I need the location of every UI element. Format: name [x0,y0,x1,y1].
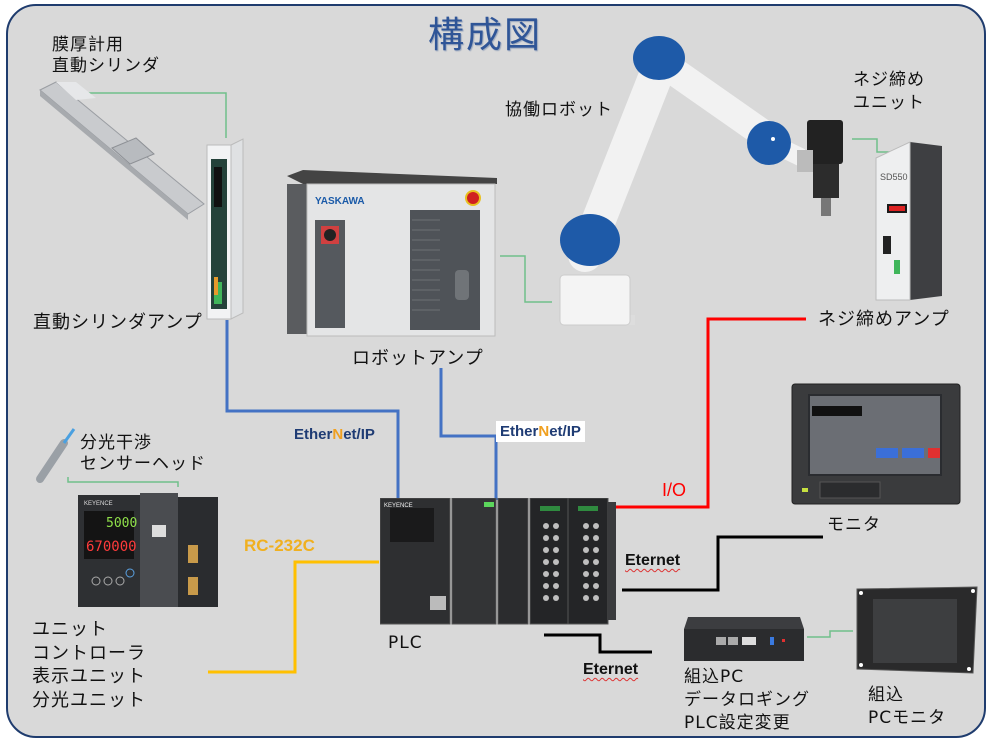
ethernet-wire-1 [622,535,823,592]
pc-monitor-image [856,586,978,674]
controller-label-line1: ユニット [32,619,108,640]
screw-amp-label: ネジ締めアンプ [818,309,950,330]
cylinder-amp-image [206,138,244,320]
ethernet-ip-text-pre: Ether [500,423,539,440]
sensor-to-controller-link [67,477,179,487]
cobot-image [559,36,805,326]
ethernet-wire-2 [544,633,652,654]
embedded-pc-label-line2: データロギング [684,690,810,710]
screw-amp-model: SD550 [880,172,908,182]
controller-display-bottom: 670000 [86,539,137,555]
pc-monitor-label-line1: 組込 [868,685,904,705]
robot-amp-to-cobot-link [500,255,552,303]
cylinder-amp-label: 直動シリンダアンプ [33,312,203,333]
pc-monitor-label-line2: PCモニタ [868,708,947,728]
controller-image: 5000 670000 KEYENCE [78,493,218,607]
embedded-pc-label-line3: PLC設定変更 [684,713,791,733]
ethernet-label-2: Eternet [583,661,639,678]
controller-display-top: 5000 [106,516,137,531]
cobot-label: 協働ロボット [505,100,613,120]
controller-label-line4: 分光ユニット [32,690,146,711]
monitor-label: モニタ [827,515,881,535]
screw-unit-image [797,120,843,216]
screw-amp-image: SD550 [875,141,942,301]
ethernet-ip-label-2: EtherNet/IP [496,421,585,442]
linear-cylinder-image [39,81,205,220]
plc-label: PLC [388,633,423,653]
rs232c-label: RC-232C [244,536,315,555]
diagram-title: 構成図 [428,15,543,56]
ethernet-ip-text-pre: Ether [294,426,333,443]
ethernet-ip-text-mid: N [332,426,344,443]
embedded-pc-label-line1: 組込PC [684,667,745,687]
controller-brand: KEYENCE [84,501,113,507]
embedded-pc-image [684,617,804,661]
sensor-head-label-line2: センサーヘッド [80,454,206,474]
controller-label-line3: 表示ユニット [32,666,146,687]
ethernet-label-1: Eternet [625,552,681,569]
screw-unit-label-line1: ネジ締め [853,70,925,90]
ethernet-ip-wire-1 [225,320,400,500]
plc-image: KEYENCE [380,498,616,625]
cylinder-to-amp-link [85,92,227,138]
controller-label-line2: コントローラ [32,643,146,664]
cylinder-label-line1: 膜厚計用 [52,35,124,55]
ethernet-ip-text-mid: N [538,423,550,440]
cylinder-label-line2: 直動シリンダ [52,56,160,76]
sensor-head-image [36,428,76,483]
robot-amp-image: YASKAWA [287,170,497,337]
ethernet-ip-label-1: EtherNet/IP [290,424,379,445]
sensor-head-label-line1: 分光干渉 [80,433,152,453]
pc-to-pcmonitor-link [807,630,853,638]
touch-monitor-image [791,383,961,505]
ethernet-ip-text-post: et/IP [343,426,375,443]
rs232c-wire [208,560,379,674]
ethernet-ip-wire-2 [439,368,498,500]
robot-amp-brand: YASKAWA [315,196,365,207]
io-wire [610,317,806,509]
ethernet-ip-text-post: et/IP [549,423,581,440]
io-label: I/O [662,480,687,500]
robot-amp-label: ロボットアンプ [352,348,484,369]
plc-brand: KEYENCE [384,503,413,509]
screw-unit-label-line2: ユニット [853,93,925,113]
